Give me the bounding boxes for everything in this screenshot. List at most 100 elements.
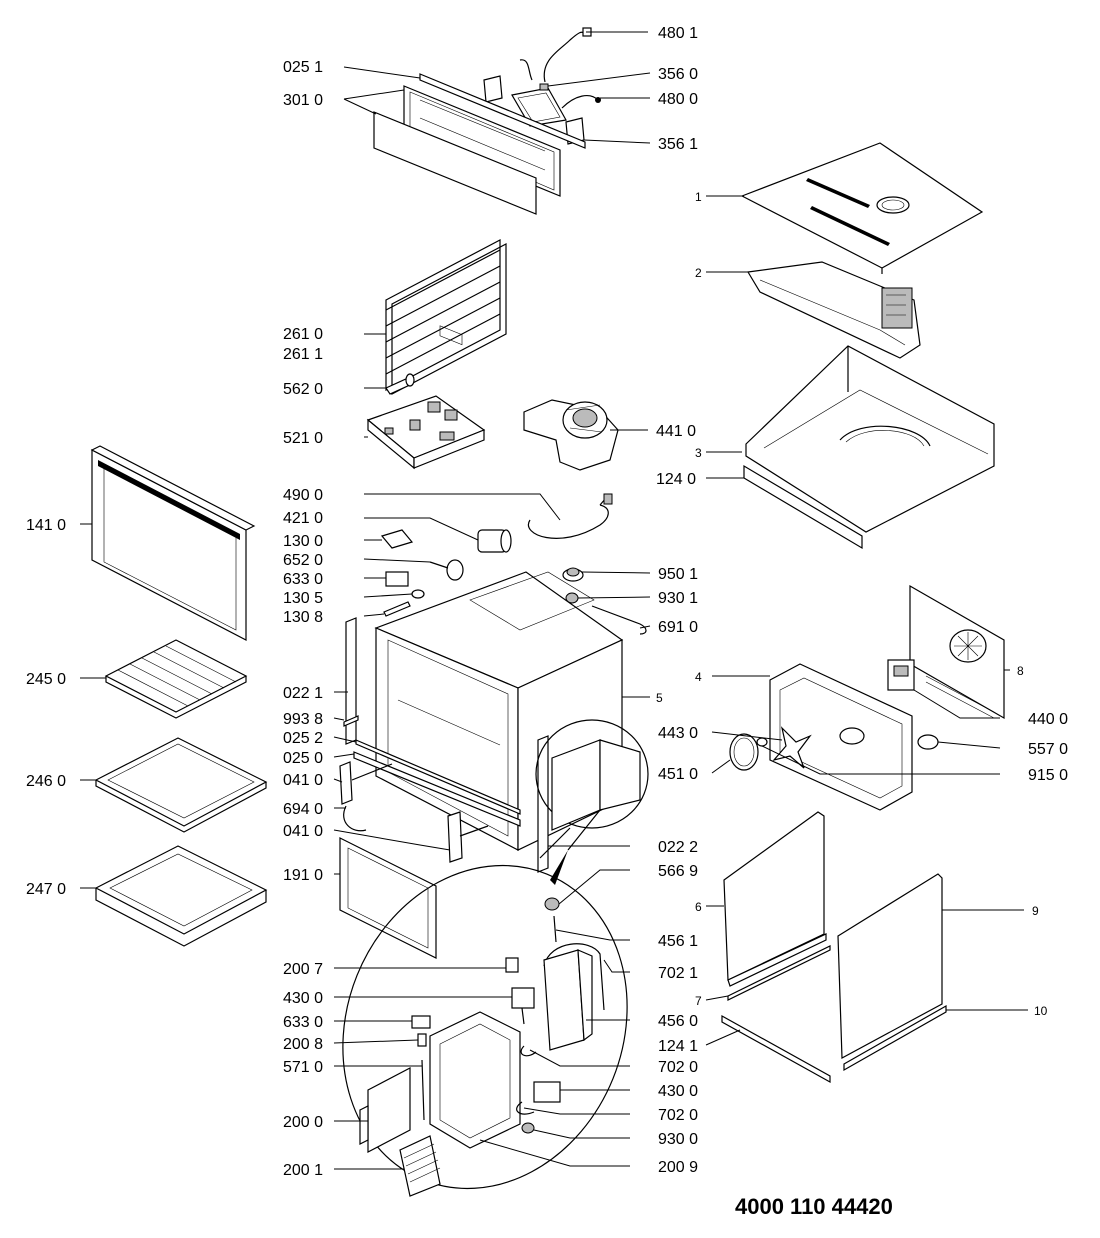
- label-200-7: 200 7: [283, 961, 323, 978]
- label-930-1: 930 1: [658, 590, 698, 607]
- part-652-0-drawing: [429, 559, 464, 581]
- label-025-2: 025 2: [283, 730, 323, 747]
- label-562-0: 562 0: [283, 381, 323, 398]
- label-430-0-lower: 430 0: [658, 1083, 698, 1100]
- label-130-5: 130 5: [283, 590, 323, 607]
- label-691-0: 691 0: [658, 619, 698, 636]
- label-480-1: 480 1: [658, 25, 698, 42]
- label-566-9: 566 9: [658, 863, 698, 880]
- label-930-0: 930 0: [658, 1131, 698, 1148]
- part-labels: 480 1 025 1 356 0 301 0 480 0 356 1 1 2 …: [26, 25, 1068, 1219]
- part-301-0-control-panel-drawing: [373, 73, 586, 346]
- label-247-0: 247 0: [26, 881, 66, 898]
- leader-lines: [80, 31, 1028, 1170]
- label-301-0: 301 0: [283, 92, 323, 109]
- part-490-0-power-cord-drawing: [527, 493, 613, 539]
- part-7-strip-drawing: [727, 945, 831, 1001]
- label-440-0: 440 0: [1028, 711, 1068, 728]
- label-5: 5: [656, 691, 663, 705]
- label-130-0: 130 0: [283, 533, 323, 550]
- label-200-9: 200 9: [658, 1159, 698, 1176]
- part-246-0-tray-drawing: [94, 737, 268, 833]
- label-200-8: 200 8: [283, 1036, 323, 1053]
- label-694-0: 694 0: [283, 801, 323, 818]
- label-200-0: 200 0: [283, 1114, 323, 1131]
- label-633-0-lower: 633 0: [283, 1014, 323, 1031]
- part-8-rear-panel-drawing: [909, 584, 1005, 720]
- label-7: 7: [695, 994, 702, 1008]
- label-022-2: 022 2: [658, 839, 698, 856]
- label-2: 2: [695, 266, 702, 280]
- part-557-0-drawing: [917, 734, 939, 750]
- label-571-0: 571 0: [283, 1059, 323, 1076]
- part-130-8-drawing: [383, 601, 411, 617]
- label-456-1: 456 1: [658, 933, 698, 950]
- label-950-1: 950 1: [658, 566, 698, 583]
- part-6-side-panel-drawing: [723, 811, 827, 987]
- label-652-0: 652 0: [283, 552, 323, 569]
- label-4: 4: [695, 670, 702, 684]
- label-124-0: 124 0: [656, 471, 696, 488]
- label-702-0-upper: 702 0: [658, 1059, 698, 1076]
- label-261-0: 261 0: [283, 326, 323, 343]
- label-6: 6: [695, 900, 702, 914]
- label-124-1: 124 1: [658, 1038, 698, 1055]
- part-1-top-cover-drawing: [740, 142, 984, 274]
- part-521-0-pcb-drawing: [366, 395, 486, 470]
- label-441-0: 441 0: [656, 423, 696, 440]
- label-8: 8: [1017, 664, 1024, 678]
- label-10: 10: [1034, 1004, 1048, 1018]
- label-3: 3: [695, 446, 702, 460]
- label-130-8: 130 8: [283, 609, 323, 626]
- part-025-0-drawing: [353, 751, 521, 827]
- label-041-0-upper: 041 0: [283, 772, 323, 789]
- label-261-1: 261 1: [283, 346, 323, 363]
- part-025-2-drawing: [355, 739, 521, 815]
- label-025-0: 025 0: [283, 750, 323, 767]
- label-200-1: 200 1: [283, 1162, 323, 1179]
- label-245-0: 245 0: [26, 671, 66, 688]
- label-1: 1: [695, 190, 702, 204]
- label-356-1: 356 1: [658, 136, 698, 153]
- label-702-0-lower: 702 0: [658, 1107, 698, 1124]
- part-440-0-motor-drawing: [887, 659, 915, 691]
- part-356-0-switch-drawing: [511, 83, 567, 127]
- part-915-0-nut-drawing: [756, 737, 768, 747]
- label-191-0: 191 0: [283, 867, 323, 884]
- part-041-0-hinge-lower-drawing: [447, 811, 489, 863]
- label-702-1: 702 1: [658, 965, 698, 982]
- label-521-0: 521 0: [283, 430, 323, 447]
- steam-generator-detail-drawing: [342, 809, 628, 1197]
- label-915-0: 915 0: [1028, 767, 1068, 784]
- part-480-0-cable-drawing: [561, 94, 601, 109]
- part-3-base-plate-drawing: [743, 345, 995, 550]
- part-691-0-drawing: [591, 605, 647, 635]
- part-steam-assembly-drawing: [535, 719, 649, 831]
- part-124-1-strip-drawing: [721, 1014, 831, 1084]
- label-993-8: 993 8: [283, 711, 323, 728]
- label-633-0-top: 633 0: [283, 571, 323, 588]
- label-430-0-upper: 430 0: [283, 990, 323, 1007]
- part-993-8-drawing: [343, 715, 359, 727]
- part-451-0-heater-drawing: [729, 733, 759, 771]
- part-694-0-drawing: [343, 805, 367, 832]
- part-245-0-grid-drawing: [104, 639, 248, 719]
- part-9-side-panel-drawing: [837, 873, 943, 1059]
- part-421-0-capacitor-drawing: [477, 529, 512, 553]
- label-490-0: 490 0: [283, 487, 323, 504]
- part-261-0-rack-drawing: [385, 239, 507, 395]
- label-041-0-lower: 041 0: [283, 823, 323, 840]
- diagram-code: 4000 110 44420: [735, 1194, 893, 1219]
- label-557-0: 557 0: [1028, 741, 1068, 758]
- label-451-0: 451 0: [658, 766, 698, 783]
- part-633-0-drawing: [385, 571, 409, 587]
- label-456-0: 456 0: [658, 1013, 698, 1030]
- label-443-0: 443 0: [658, 725, 698, 742]
- part-2-cooling-duct-drawing: [747, 261, 921, 359]
- part-247-0-deep-tray-drawing: [94, 845, 268, 947]
- label-025-1: 025 1: [283, 59, 323, 76]
- label-246-0: 246 0: [26, 773, 66, 790]
- part-562-0-sensor-drawing: [385, 373, 415, 395]
- label-421-0: 421 0: [283, 510, 323, 527]
